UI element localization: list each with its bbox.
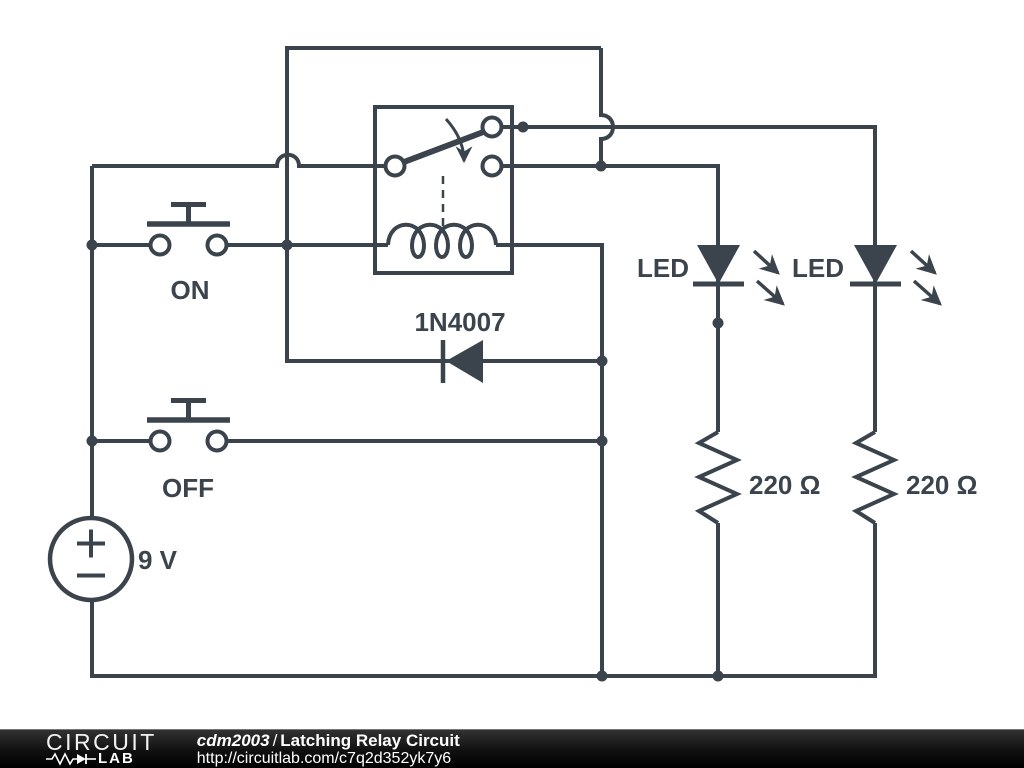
separator: / xyxy=(272,731,278,750)
junction-dot xyxy=(517,121,529,133)
wire-coil-return xyxy=(496,243,604,676)
wire-top-contact-to-led2 xyxy=(501,125,877,432)
circuitlab-logo: CIRCUIT LAB xyxy=(46,728,157,767)
wire-pole-to-left-rail xyxy=(92,152,385,168)
diode-part-label: 1N4007 xyxy=(414,307,505,337)
junction-dot xyxy=(86,435,98,447)
relay-body-box xyxy=(373,105,514,275)
off-terminal-left xyxy=(148,429,172,453)
off-pushbutton: OFF xyxy=(147,398,230,503)
junction-dot xyxy=(596,355,608,367)
junction-dots xyxy=(86,121,724,682)
flyback-diode: 1N4007 xyxy=(414,307,506,383)
relay-top-contact-terminal xyxy=(480,115,504,139)
junction-dot xyxy=(596,435,608,447)
off-terminal-right xyxy=(205,429,229,453)
voltage-source: 9 V xyxy=(47,515,178,603)
junction-dot xyxy=(281,239,293,251)
junction-dot xyxy=(712,670,724,682)
relay-switch-arm xyxy=(401,128,489,165)
junction-dot xyxy=(595,160,607,172)
relay-actuation-arrow xyxy=(444,117,473,164)
resistor2-zigzag xyxy=(851,430,899,525)
source-circle xyxy=(47,515,135,603)
resistor-left: 220 Ω xyxy=(694,430,820,525)
circuit-url: http://circuitlab.com/c7q2d352yk7y6 xyxy=(196,750,452,767)
battery-value-label: 9 V xyxy=(138,545,178,575)
led1-emission-arrow-2 xyxy=(755,279,785,306)
attribution-title-line: cdm2003/Latching Relay Circuit xyxy=(197,731,460,750)
wire-bottom-contact-to-led1 xyxy=(501,164,720,432)
on-terminal-left xyxy=(148,233,172,257)
resistor1-zigzag xyxy=(694,430,742,525)
footer-bar: CIRCUIT LAB cdm2003/Latching Relay Circu… xyxy=(0,729,1024,768)
resistor1-value-label: 220 Ω xyxy=(749,470,820,500)
junction-dot xyxy=(86,239,98,251)
schematic-canvas: ON OFF 9 V 1N4007 xyxy=(47,46,977,682)
led2-triangle xyxy=(854,245,897,284)
led1-label: LED xyxy=(637,253,689,283)
logo-text-circuit: CIRCUIT xyxy=(46,728,157,755)
led-right: LED xyxy=(792,245,942,306)
led1-triangle xyxy=(697,245,740,284)
logo-schematic-squiggle-icon xyxy=(46,751,96,766)
led1-emission-arrow-1 xyxy=(752,249,780,275)
wires xyxy=(90,46,877,678)
off-button-label: OFF xyxy=(162,473,214,503)
on-terminal-right xyxy=(205,233,229,257)
relay-pole-terminal xyxy=(383,154,407,178)
author-name: cdm2003 xyxy=(196,731,270,750)
junction-dot xyxy=(596,670,608,682)
relay-coil xyxy=(386,222,498,259)
attribution-block: cdm2003/Latching Relay Circuit http://ci… xyxy=(197,731,460,767)
relay-symbol xyxy=(373,105,514,275)
led-left: LED xyxy=(637,245,785,306)
on-button-label: ON xyxy=(171,275,210,305)
resistor-right: 220 Ω xyxy=(851,430,977,525)
relay-bottom-contact-terminal xyxy=(480,154,504,178)
led2-emission-arrow-1 xyxy=(909,249,937,275)
diode-triangle xyxy=(446,340,483,383)
circuit-title: Latching Relay Circuit xyxy=(280,731,460,750)
wire-vertical-with-hop xyxy=(599,48,615,166)
wire-bottom-rail xyxy=(90,523,877,678)
led2-emission-arrow-2 xyxy=(912,279,942,306)
logo-text-lab: LAB xyxy=(98,749,135,767)
on-pushbutton: ON xyxy=(147,202,230,305)
junction-dot xyxy=(712,317,724,329)
resistor2-value-label: 220 Ω xyxy=(906,470,977,500)
led2-label: LED xyxy=(792,253,844,283)
